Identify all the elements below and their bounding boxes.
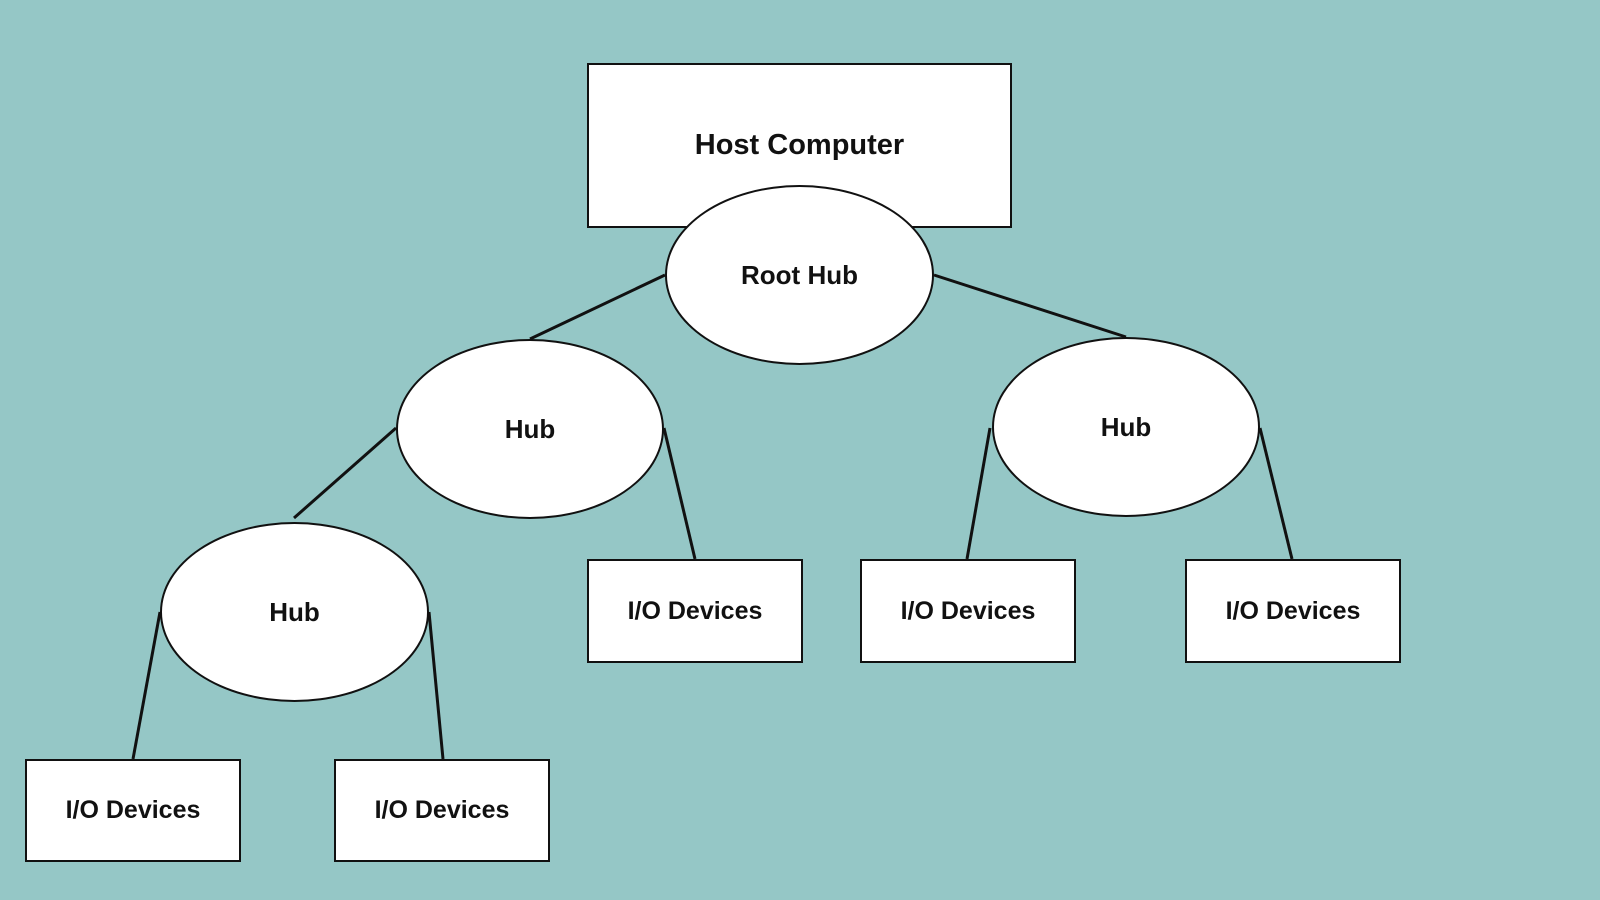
io-devices-label: I/O Devices	[900, 596, 1036, 625]
root-hub-label: Root Hub	[741, 259, 858, 290]
io-devices-node-2: I/O Devices	[334, 759, 550, 862]
io-devices-node-3: I/O Devices	[587, 559, 803, 663]
io-devices-node-1: I/O Devices	[25, 759, 241, 862]
connector-hub-left-to-hub-lower	[293, 426, 397, 520]
connector-root-to-hub-left	[529, 273, 666, 341]
hub-right-node: Hub	[992, 337, 1260, 517]
hub-left-label: Hub	[504, 413, 556, 444]
host-computer-label: Host Computer	[694, 129, 905, 161]
io-devices-label: I/O Devices	[65, 796, 201, 824]
io-devices-label: I/O Devices	[1225, 596, 1361, 625]
io-devices-label: I/O Devices	[374, 796, 510, 824]
io-devices-label: I/O Devices	[627, 596, 763, 625]
root-hub-node: Root Hub	[665, 185, 934, 365]
hub-lower-label: Hub	[269, 596, 320, 627]
connector-hub-lower-to-io-2	[427, 611, 445, 760]
hub-lower-node: Hub	[160, 522, 429, 702]
connector-root-to-hub-right	[933, 273, 1127, 339]
connector-hub-left-to-io-3	[662, 427, 697, 560]
connector-hub-right-to-io-5	[1258, 427, 1294, 560]
hub-right-label: Hub	[1100, 411, 1152, 442]
connector-hub-lower-to-io-1	[131, 611, 162, 760]
hub-left-node: Hub	[396, 339, 664, 519]
connector-hub-right-to-io-4	[965, 427, 992, 560]
io-devices-node-4: I/O Devices	[860, 559, 1076, 663]
io-devices-node-5: I/O Devices	[1185, 559, 1401, 663]
